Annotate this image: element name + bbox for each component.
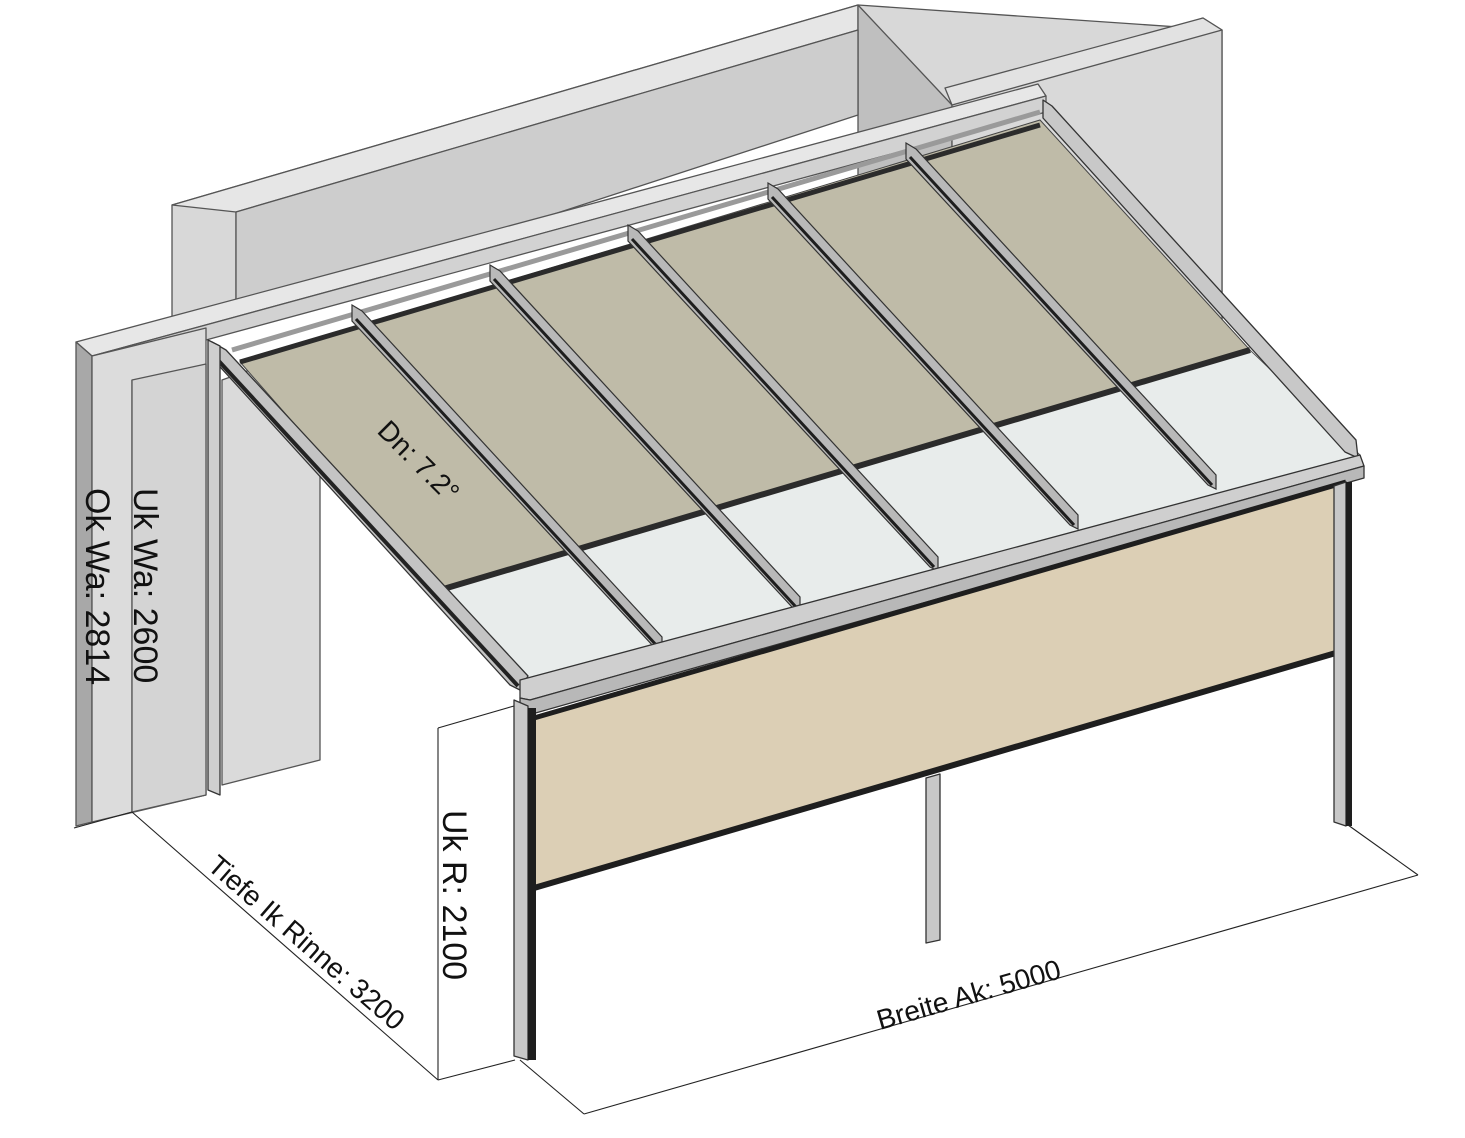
gutter-height-label: Uk R: 2100: [435, 810, 473, 980]
rafters: [351, 141, 1217, 652]
wall-lower-label: Uk Wa: 2600: [126, 488, 164, 683]
post-front-left: [513, 699, 529, 1061]
post-middle: [925, 773, 941, 944]
wall-upper-label: Ok Wa: 2814: [78, 488, 116, 685]
wall-upper-right-top: [944, 17, 1223, 106]
front-structure: [207, 339, 1352, 1061]
dimensions: [73, 705, 1419, 1115]
screen-top-rail: [533, 479, 1347, 721]
width-ext-2: [1347, 824, 1419, 876]
wall-recess-shade: [235, 29, 859, 306]
post-front-right: [1333, 481, 1347, 827]
rafter-5-shadow: [908, 155, 1214, 487]
roof: [211, 99, 1365, 715]
side-rafter-shadow: [214, 356, 520, 688]
post-wall-left: [207, 339, 221, 796]
depth-ext-1: [73, 811, 133, 829]
screen-bottom-rail: [533, 647, 1347, 891]
wall-left-inner: [131, 363, 207, 813]
rafter-4: [767, 181, 1079, 530]
depth-ext-2: [437, 1059, 516, 1081]
post-front-right-shadow: [1346, 482, 1352, 826]
depth-dim-line: [131, 811, 439, 1081]
rafter-2-shadow: [492, 277, 798, 609]
rafter-1-shadow: [354, 317, 660, 649]
rafter-4-shadow: [770, 195, 1076, 527]
rafter-3-shadow: [630, 237, 936, 569]
width-dim-line: [583, 874, 1419, 1115]
height-ext-top: [437, 705, 515, 729]
width-label: Breite Ak: 5000: [873, 954, 1064, 1036]
width-ext-1: [519, 1059, 585, 1115]
rafter-5: [905, 141, 1217, 490]
post-front-left-shadow: [528, 708, 536, 1060]
depth-label: Tiefe Ik Rinne: 3200: [202, 849, 411, 1036]
